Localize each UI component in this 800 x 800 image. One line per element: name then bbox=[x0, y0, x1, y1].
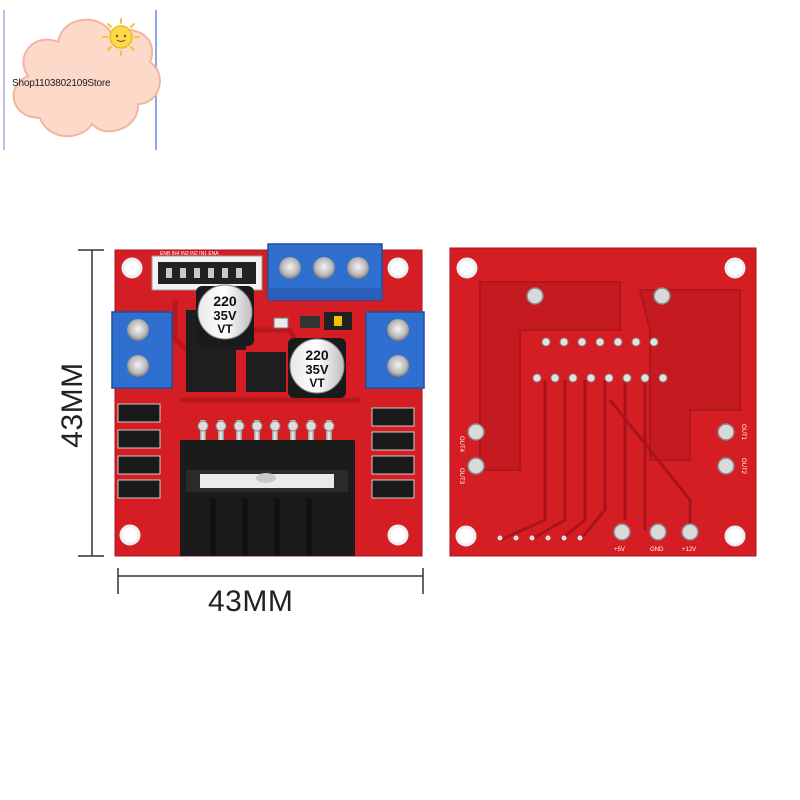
label-out2: OUT2 bbox=[740, 458, 746, 475]
terminal-block-left bbox=[111, 311, 173, 389]
label-plus5v: +5V bbox=[614, 547, 625, 553]
capacitor-1: 220 35V VT bbox=[196, 284, 254, 346]
back-pcb: OUT4 OUT3 OUT1 OUT2 +5V GND +12V bbox=[449, 247, 757, 557]
cloud-shape bbox=[12, 18, 161, 138]
label-plus12v: +12V bbox=[682, 547, 696, 553]
width-label: 43MM bbox=[208, 585, 294, 618]
terminal-block-right bbox=[365, 311, 425, 389]
label-out4: OUT4 bbox=[458, 436, 464, 453]
capacitor-text-3: VT bbox=[217, 322, 233, 336]
capacitor-text-1: 220 bbox=[305, 347, 329, 363]
label-out1: OUT1 bbox=[740, 424, 746, 441]
capacitor-text-1: 220 bbox=[213, 293, 237, 309]
capacitor-2: 220 35V VT bbox=[288, 338, 346, 398]
sun-icon bbox=[102, 18, 140, 56]
shop-name: Shop1103802109Store bbox=[12, 78, 111, 89]
mounting-hole bbox=[119, 257, 409, 546]
capacitor-text-3: VT bbox=[309, 376, 325, 390]
height-dimension bbox=[78, 249, 104, 557]
label-out3: OUT3 bbox=[458, 468, 464, 485]
header-pin-label: ENB IN4 IN3 IN2 IN1 ENA bbox=[160, 251, 219, 257]
front-pcb: ENB IN4 IN3 IN2 IN1 ENA bbox=[111, 243, 425, 557]
width-dimension bbox=[117, 568, 424, 594]
control-header: ENB IN4 IN3 IN2 IN1 ENA bbox=[151, 251, 263, 291]
capacitor-text-2: 35V bbox=[305, 362, 328, 377]
heatsink bbox=[180, 440, 355, 556]
label-gnd: GND bbox=[650, 547, 664, 553]
diode-array-left bbox=[117, 403, 161, 499]
shop-logo bbox=[3, 10, 161, 150]
capacitor-text-2: 35V bbox=[213, 308, 236, 323]
terminal-block-top bbox=[267, 243, 383, 301]
driver-chip-pins bbox=[197, 420, 335, 458]
diode-array-right bbox=[371, 407, 415, 499]
height-label: 43MM bbox=[56, 362, 89, 448]
